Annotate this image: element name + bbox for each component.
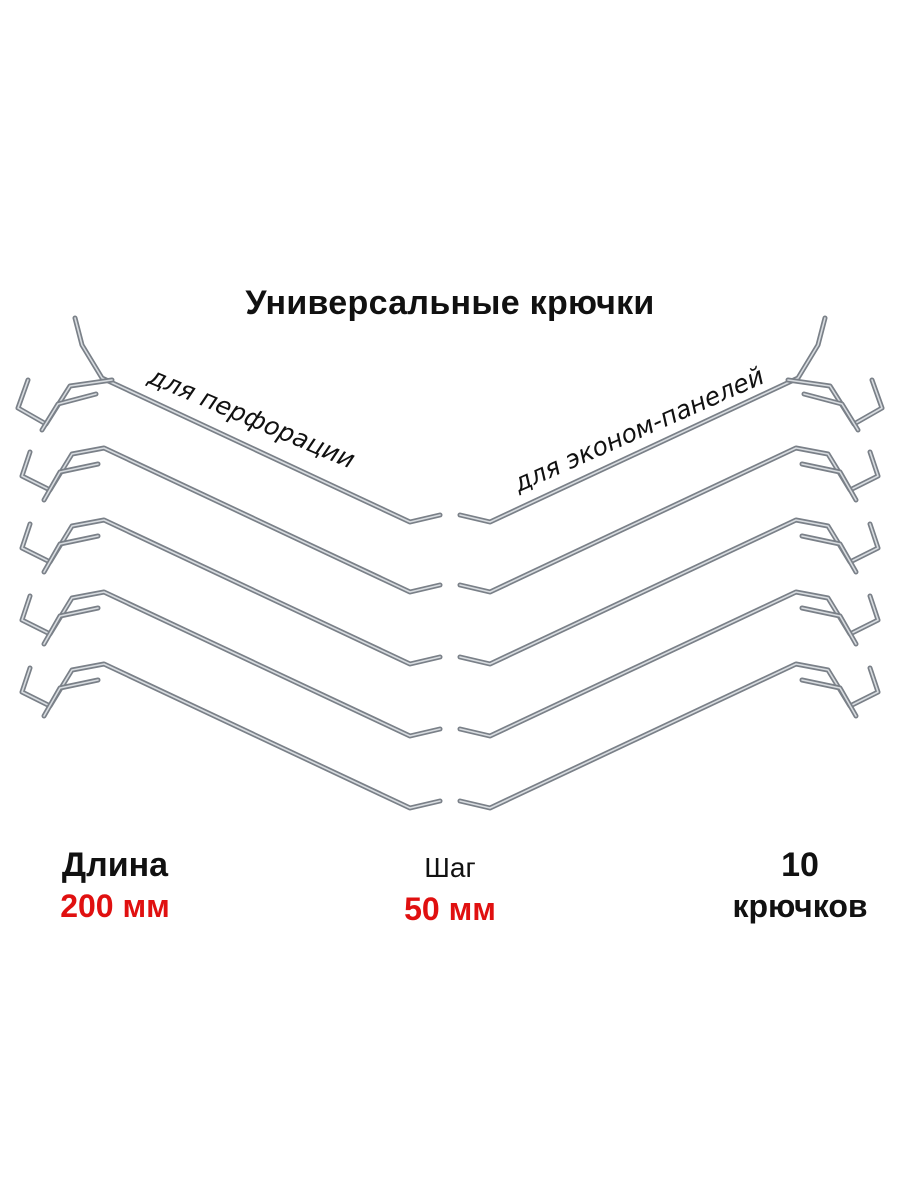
left-hook [19, 661, 443, 811]
count-number: 10 [781, 846, 819, 884]
count-spec: 10 крючков [700, 845, 900, 927]
length-label: Длина [61, 846, 169, 884]
step-spec: Шаг 50 мм [380, 848, 520, 930]
right-hook [457, 315, 885, 525]
left-hook [19, 517, 443, 667]
left-hook [19, 445, 443, 595]
right-hook [457, 445, 881, 595]
step-label: Шаг [424, 852, 476, 883]
product-title: Универсальные крючки [245, 284, 655, 322]
right-hook [457, 517, 881, 667]
left-hook [19, 589, 443, 739]
length-value: 200 мм [60, 888, 170, 924]
left-hook [15, 315, 443, 525]
left-hooks-group [15, 315, 443, 811]
length-spec: Длина 200 мм [40, 845, 190, 927]
count-unit: крючков [732, 888, 868, 924]
right-hook [457, 589, 881, 739]
step-value: 50 мм [404, 891, 496, 927]
right-hooks-group [457, 315, 885, 811]
right-hook [457, 661, 881, 811]
